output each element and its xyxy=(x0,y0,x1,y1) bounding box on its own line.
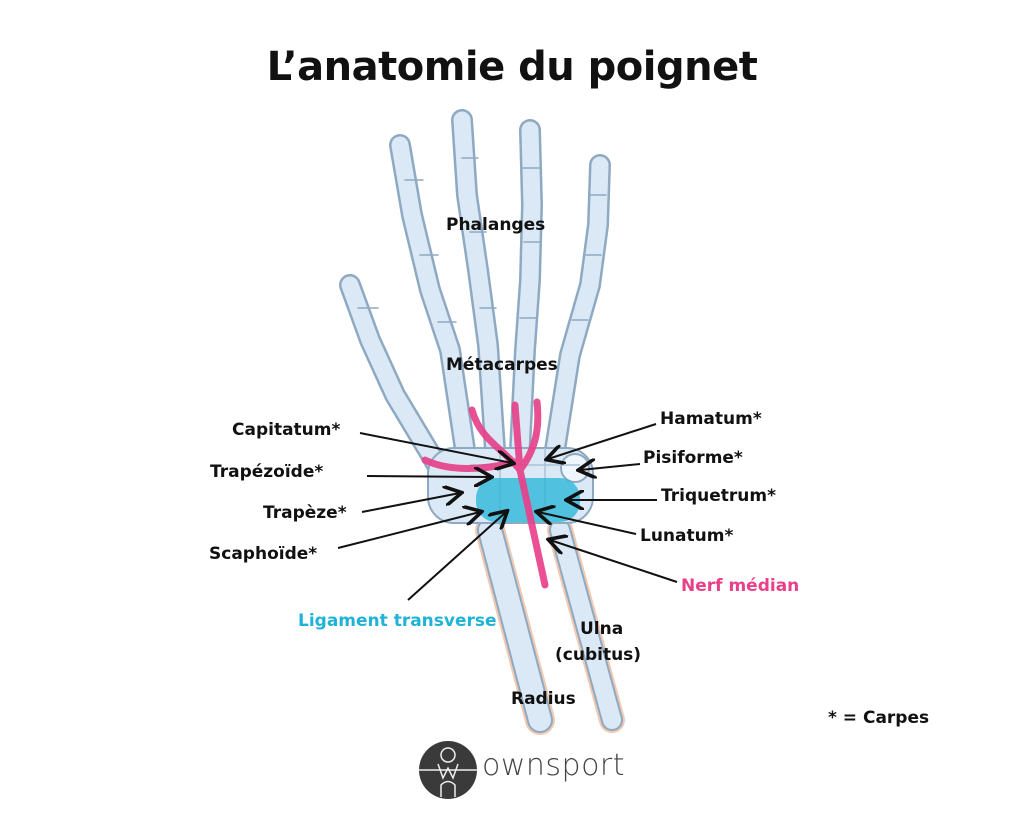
label-arrows xyxy=(337,423,678,601)
label-pisiforme: Pisiforme* xyxy=(643,448,743,468)
label-capitatum: Capitatum* xyxy=(232,420,341,440)
ownsport-logo-text: ownsport xyxy=(482,748,626,783)
label-nerf-median: Nerf médian xyxy=(681,576,800,596)
label-radius: Radius xyxy=(511,689,576,709)
label-metacarpes: Métacarpes xyxy=(446,355,558,375)
diagram-title: L’anatomie du poignet xyxy=(266,44,758,90)
label-trapezoide: Trapézoïde* xyxy=(210,462,324,482)
legend-carpes: * = Carpes xyxy=(828,708,930,728)
label-trapeze: Trapèze* xyxy=(263,503,347,523)
label-ulna: Ulna xyxy=(580,619,624,639)
ownsport-logo-mark xyxy=(419,741,477,799)
label-scaphoide: Scaphoïde* xyxy=(209,544,318,564)
forearm-bones xyxy=(475,515,625,735)
label-hamatum: Hamatum* xyxy=(660,409,762,429)
label-cubitus: (cubitus) xyxy=(555,645,642,665)
label-lunatum: Lunatum* xyxy=(640,526,734,546)
finger-bones xyxy=(339,109,611,481)
label-ligament-transverse: Ligament transverse xyxy=(298,611,497,631)
label-phalanges: Phalanges xyxy=(446,215,546,235)
label-triquetrum: Triquetrum* xyxy=(661,486,776,506)
